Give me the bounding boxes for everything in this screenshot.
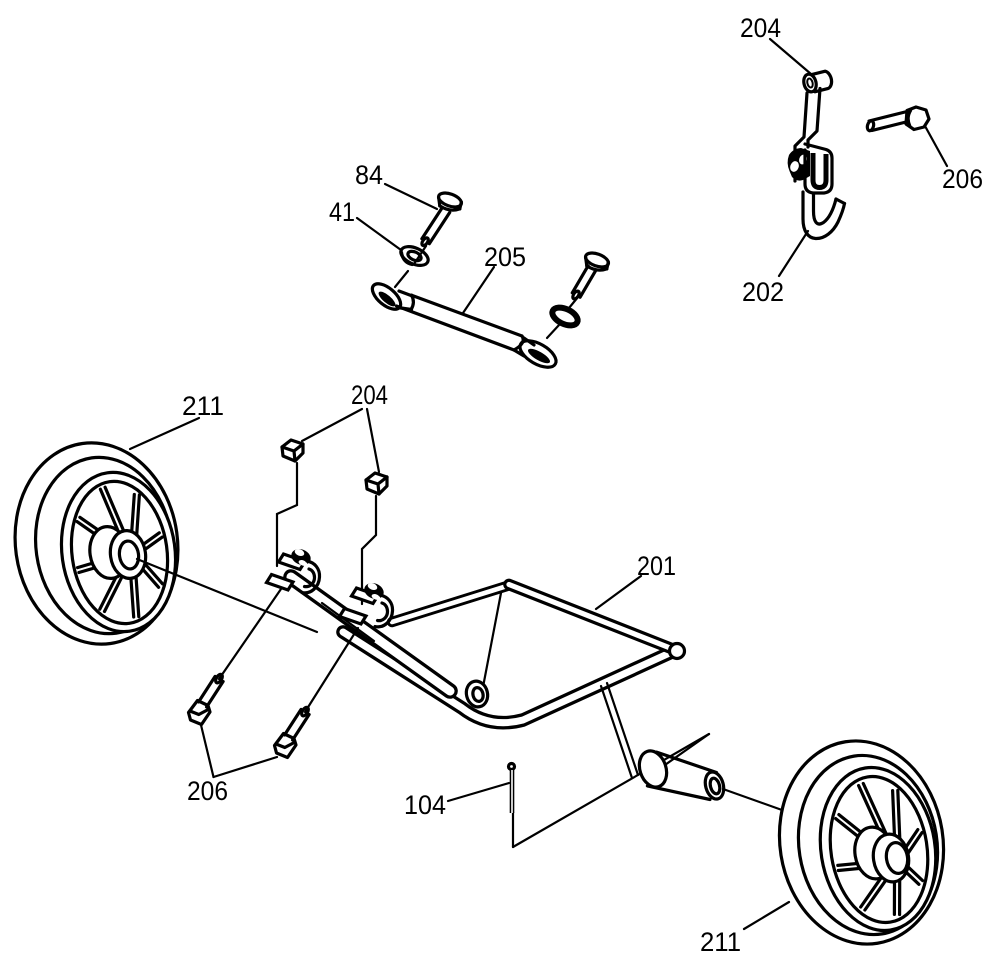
svg-text:206: 206 [187, 776, 228, 806]
svg-text:211: 211 [182, 391, 224, 421]
svg-text:201: 201 [637, 551, 676, 581]
svg-text:206: 206 [942, 164, 983, 194]
svg-text:41: 41 [329, 197, 355, 227]
svg-text:211: 211 [700, 927, 741, 957]
svg-text:204: 204 [351, 380, 388, 410]
svg-text:202: 202 [742, 277, 784, 307]
svg-text:104: 104 [404, 790, 446, 820]
svg-text:204: 204 [740, 13, 781, 43]
svg-text:205: 205 [484, 242, 526, 272]
svg-text:84: 84 [355, 160, 383, 190]
